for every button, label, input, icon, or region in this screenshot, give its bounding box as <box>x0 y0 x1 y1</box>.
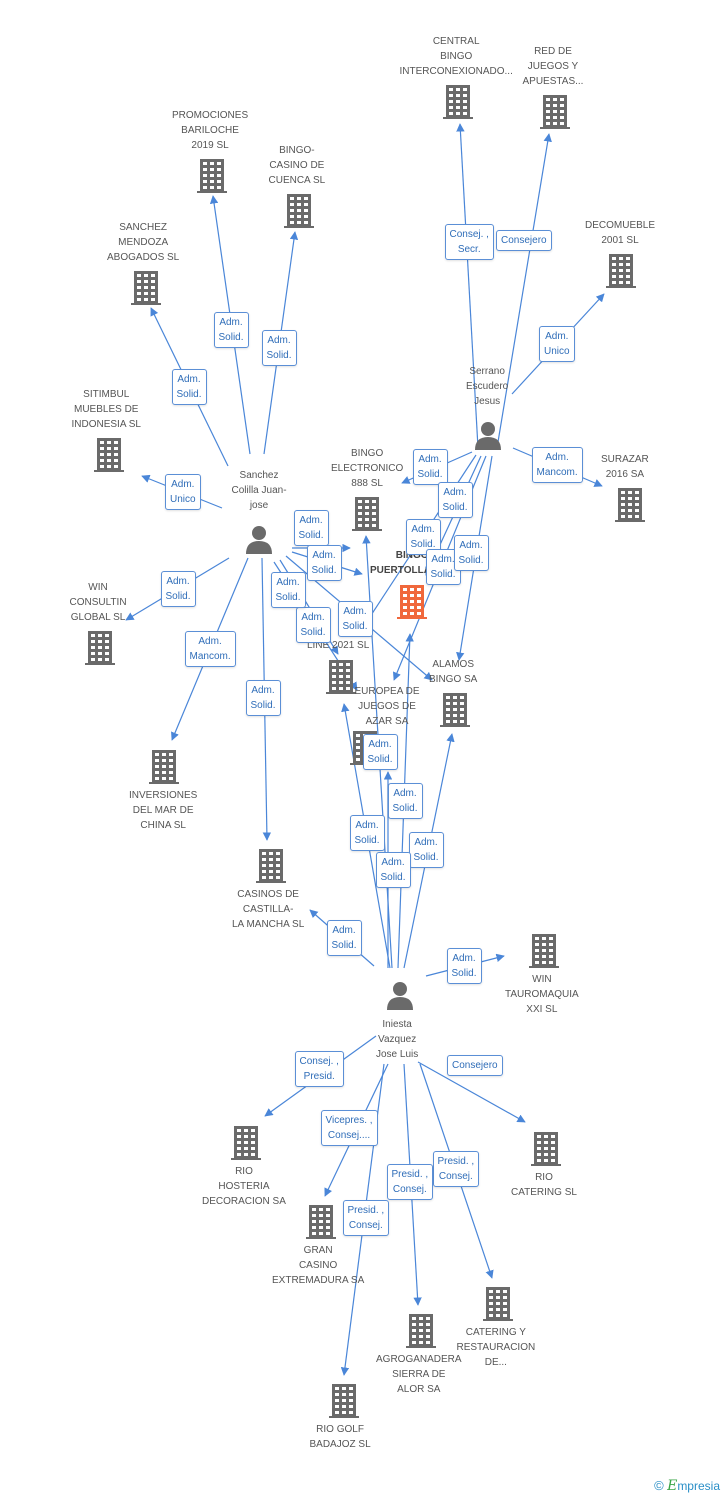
company-label-casinos_castilla[interactable]: CASINOS DE CASTILLA- LA MANCHA SL <box>232 889 305 930</box>
edge-role-label-sanchez-to-line_2021[interactable]: Adm. Solid. <box>295 607 331 643</box>
edge-role-label-iniesta-to-center[interactable]: Adm. Solid. <box>408 832 444 868</box>
company-label-agroganadera[interactable]: AGROGANADERA SIERRA DE ALOR SA <box>376 1354 462 1395</box>
building-icon-catering_rest[interactable] <box>483 1287 513 1321</box>
building-icon-surazar[interactable] <box>615 488 645 522</box>
company-label-line_2021[interactable]: LINE 2021 SL <box>307 640 370 651</box>
edge-line-iniesta-to-rio_catering <box>417 1061 526 1123</box>
person-label-iniesta[interactable]: Iniesta Vazquez Jose Luis <box>376 1019 419 1060</box>
edge-role-label-serrano-to-center[interactable]: Adm. Solid. <box>437 482 473 518</box>
building-icon-gran_casino[interactable] <box>306 1205 336 1239</box>
edge-role-label-sanchez-to-casinos_castilla[interactable]: Adm. Solid. <box>245 680 281 716</box>
company-label-catering_rest[interactable]: CATERING Y RESTAURACION DE... <box>456 1327 536 1368</box>
building-icon-sitimbul[interactable] <box>94 438 124 472</box>
edge-role-label-serrano-to-red_juegos[interactable]: Consejero <box>496 229 552 251</box>
edge-role-label-iniesta-to-rio_catering[interactable]: Consejero <box>447 1054 503 1076</box>
building-icon-center[interactable] <box>397 585 427 619</box>
edge-role-label-sanchez-to-sitimbul[interactable]: Adm. Unico <box>165 474 201 510</box>
building-icon-win_tauromaquia[interactable] <box>529 934 559 968</box>
company-label-decomueble[interactable]: DECOMUEBLE 2001 SL <box>585 220 656 246</box>
building-icon-win_consultin[interactable] <box>85 631 115 665</box>
company-label-win_tauromaquia[interactable]: WIN TAUROMAQUIA XXI SL <box>505 974 579 1015</box>
company-label-sanchez_mendoza[interactable]: SANCHEZ MENDOZA ABOGADOS SL <box>107 222 180 263</box>
company-label-bingo_electronico[interactable]: BINGO ELECTRONICO 888 SL <box>331 448 404 489</box>
building-icon-bingo_cuenca[interactable] <box>284 194 314 228</box>
edge-role-label-sanchez-to-promociones[interactable]: Adm. Solid. <box>213 312 249 348</box>
edge-role-label-iniesta-to-bingo_electronico[interactable]: Adm. Solid. <box>362 734 398 770</box>
company-label-rio_catering[interactable]: RIO CATERING SL <box>511 1172 577 1198</box>
edge-role-label-iniesta-to-line_2021[interactable]: Adm. Solid. <box>349 815 385 851</box>
edge-role-label-serrano-to-bingo_electronico[interactable]: Adm. Solid. <box>412 449 448 485</box>
building-icon-central_bingo[interactable] <box>443 85 473 119</box>
edge-role-label-iniesta-to-europea[interactable]: Adm. Solid. <box>387 783 423 819</box>
building-icon-rio_catering[interactable] <box>531 1132 561 1166</box>
edge-line-serrano-to-central_bingo <box>456 123 479 449</box>
company-label-central_bingo[interactable]: CENTRAL BINGO INTERCONEXIONADO... <box>399 36 513 77</box>
person-label-sanchez[interactable]: Sanchez Colilla Juan- jose <box>231 470 287 511</box>
building-icon-sanchez_mendoza[interactable] <box>131 271 161 305</box>
copyright-icon: © <box>654 1478 664 1493</box>
edge-role-label-serrano-to-alamos[interactable]: Adm. Solid. <box>453 535 489 571</box>
edge-role-label-serrano-to-surazar[interactable]: Adm. Mancom. <box>531 447 583 483</box>
building-icon-line_2021[interactable] <box>326 660 356 694</box>
edge-role-label-iniesta-to-agroganadera[interactable]: Presid. , Consej. <box>386 1164 434 1200</box>
edge-role-label-sanchez-to-inversiones[interactable]: Adm. Mancom. <box>184 631 236 667</box>
company-label-promociones[interactable]: PROMOCIONES BARILOCHE 2019 SL <box>172 110 249 151</box>
edge-role-label-sanchez-to-alamos[interactable]: Adm. Solid. <box>337 601 373 637</box>
company-label-gran_casino[interactable]: GRAN CASINO EXTREMADURA SA <box>272 1245 365 1286</box>
edge-line-serrano-to-red_juegos <box>496 133 552 449</box>
edge-role-label-sanchez-to-europea[interactable]: Adm. Solid. <box>270 572 306 608</box>
edge-role-label-sanchez-to-bingo_electronico[interactable]: Adm. Solid. <box>293 510 329 546</box>
company-label-red_juegos[interactable]: RED DE JUEGOS Y APUESTAS... <box>522 46 584 87</box>
edge-role-label-sanchez-to-sanchez_mendoza[interactable]: Adm. Solid. <box>171 369 207 405</box>
edge-role-label-iniesta-to-casinos_castilla[interactable]: Adm. Solid. <box>326 920 362 956</box>
company-label-rio_golf[interactable]: RIO GOLF BADAJOZ SL <box>309 1424 371 1450</box>
building-icon-rio_golf[interactable] <box>329 1384 359 1418</box>
company-label-inversiones[interactable]: INVERSIONES DEL MAR DE CHINA SL <box>129 790 198 831</box>
edge-role-label-sanchez-to-center[interactable]: Adm. Solid. <box>306 545 342 581</box>
company-label-alamos[interactable]: ALAMOS BINGO SA <box>429 659 478 685</box>
edge-role-label-iniesta-to-gran_casino[interactable]: Vicepres. , Consej.... <box>320 1110 378 1146</box>
building-icon-red_juegos[interactable] <box>540 95 570 129</box>
person-icon-serrano[interactable] <box>475 422 501 450</box>
person-label-serrano[interactable]: Serrano Escudero Jesus <box>466 366 509 407</box>
edge-role-label-serrano-to-decomueble[interactable]: Adm. Unico <box>539 326 575 362</box>
company-label-win_consultin[interactable]: WIN CONSULTIN GLOBAL SL <box>69 582 127 623</box>
edge-role-label-iniesta-to-rio_golf[interactable]: Presid. , Consej. <box>342 1200 390 1236</box>
edge-role-label-sanchez-to-win_consultin[interactable]: Adm. Solid. <box>160 571 196 607</box>
edge-role-label-iniesta-to-win_tauromaquia[interactable]: Adm. Solid. <box>446 948 482 984</box>
brand-logo-initial: E <box>667 1478 678 1494</box>
company-label-center[interactable]: BINGO PUERTOLLANO... <box>370 550 455 576</box>
company-label-europea[interactable]: EUROPEA DE JUEGOS DE AZAR SA <box>354 686 420 727</box>
building-icon-casinos_castilla[interactable] <box>256 849 286 883</box>
company-label-bingo_cuenca[interactable]: BINGO- CASINO DE CUENCA SL <box>268 145 326 186</box>
building-icon-decomueble[interactable] <box>606 254 636 288</box>
building-icon-rio_hosteria[interactable] <box>231 1126 261 1160</box>
brand-logo-text: mpresia <box>677 1479 720 1493</box>
edge-role-label-iniesta-to-catering_rest[interactable]: Presid. , Consej. <box>432 1151 480 1187</box>
person-icon-iniesta[interactable] <box>387 982 413 1010</box>
edge-role-label-iniesta-to-alamos[interactable]: Adm. Solid. <box>375 852 411 888</box>
edge-role-label-iniesta-to-rio_hosteria[interactable]: Consej. , Presid. <box>294 1051 344 1087</box>
company-label-surazar[interactable]: SURAZAR 2016 SA <box>601 454 649 480</box>
building-icon-agroganadera[interactable] <box>406 1314 436 1348</box>
building-icon-bingo_electronico[interactable] <box>352 497 382 531</box>
company-label-rio_hosteria[interactable]: RIO HOSTERIA DECORACION SA <box>202 1166 286 1207</box>
building-icon-alamos[interactable] <box>440 693 470 727</box>
building-icon-promociones[interactable] <box>197 159 227 193</box>
brand-footer[interactable]: © Empresia <box>654 1478 720 1494</box>
edge-role-label-sanchez-to-bingo_cuenca[interactable]: Adm. Solid. <box>261 330 297 366</box>
person-icon-sanchez[interactable] <box>246 526 272 554</box>
building-icon-inversiones[interactable] <box>149 750 179 784</box>
company-label-sitimbul[interactable]: SITIMBUL MUEBLES DE INDONESIA SL <box>71 389 141 430</box>
edge-role-label-serrano-to-central_bingo[interactable]: Consej. , Secr. <box>444 224 494 260</box>
